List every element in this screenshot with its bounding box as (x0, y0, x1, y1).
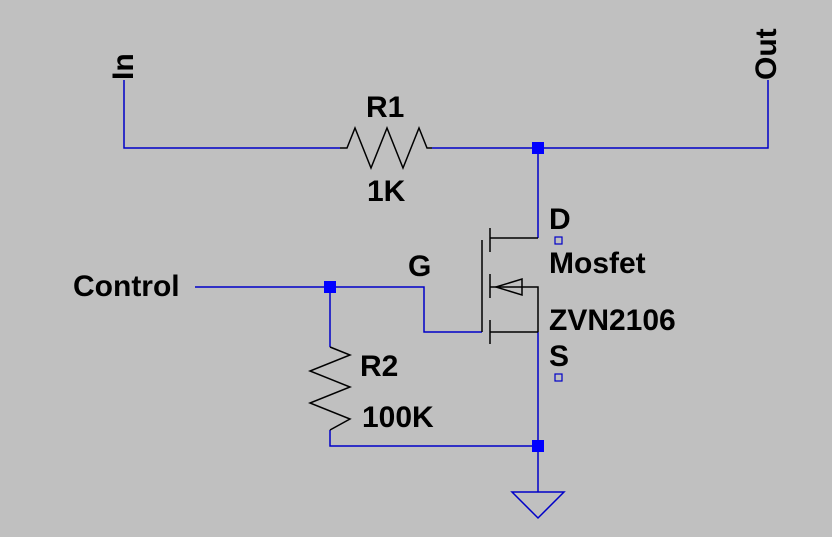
port-label-in: In (107, 53, 140, 80)
port-label-control: Control (73, 270, 180, 303)
wire-in (123, 80, 340, 149)
wire-r2-to-ground-node (329, 430, 538, 447)
wires (123, 80, 769, 492)
r2-value-label: 100K (362, 401, 434, 434)
resistor-r2-symbol (307, 346, 353, 431)
junction-ground-node (532, 440, 544, 452)
ground-icon (510, 491, 566, 520)
wire-out (538, 80, 769, 149)
r1-value-label: 1K (367, 175, 406, 208)
mosfet-drain-label: D (549, 203, 571, 236)
mosfet-gate-label: G (408, 250, 432, 283)
mosfet-part-label: ZVN2106 (549, 304, 676, 337)
drain-pin-marker (554, 236, 563, 245)
source-pin-marker (554, 373, 563, 382)
resistor-r1-symbol (340, 125, 432, 171)
junction-control-node (324, 281, 336, 293)
port-label-out: Out (750, 28, 783, 80)
wire-gate (330, 286, 482, 333)
mosfet-symbol (481, 228, 539, 344)
mosfet-source-label: S (549, 340, 570, 373)
r2-name-label: R2 (360, 350, 399, 383)
mosfet-type-label: Mosfet (549, 247, 646, 280)
r1-name-label: R1 (366, 91, 405, 124)
junction-out-node (532, 142, 544, 154)
